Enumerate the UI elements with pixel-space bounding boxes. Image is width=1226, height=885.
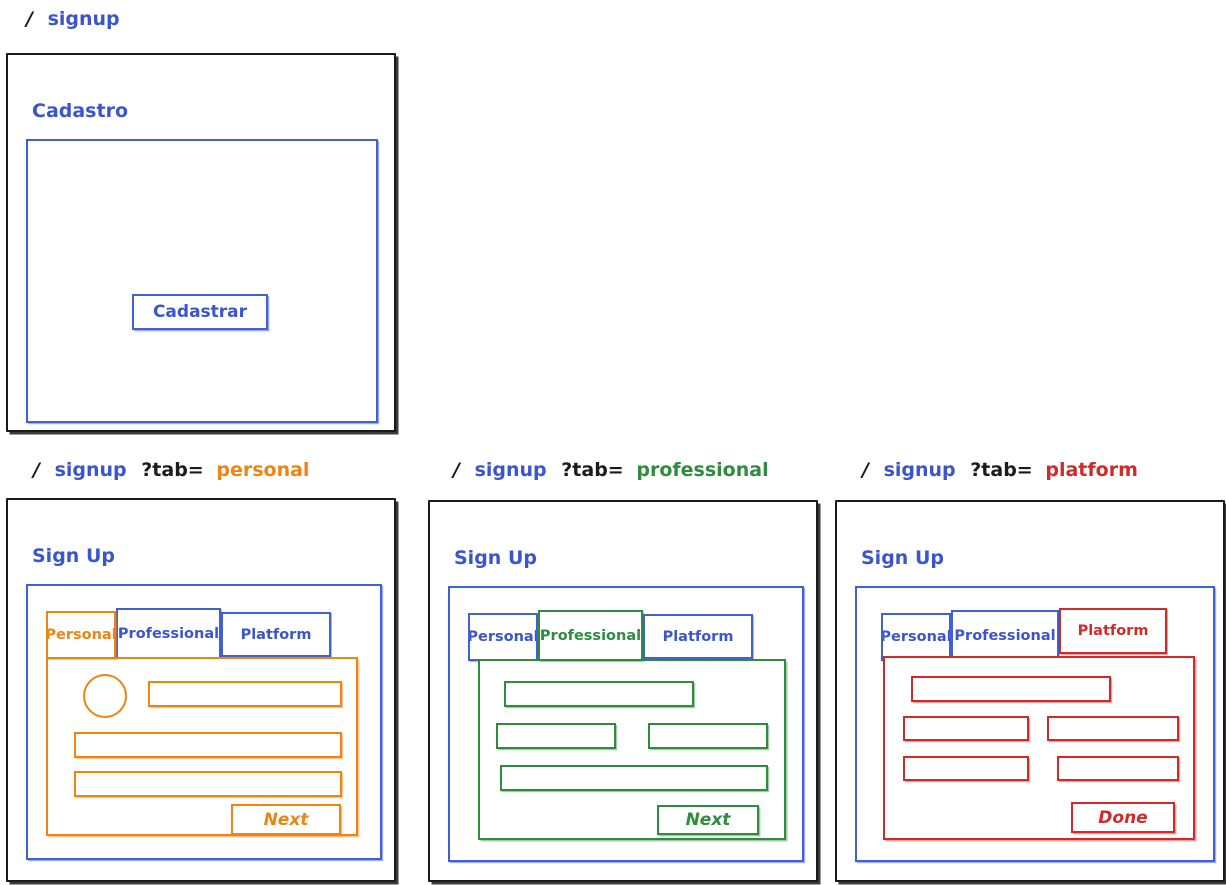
cadastrar-button[interactable]: Cadastrar: [132, 294, 268, 330]
screen-frame-signup-personal: Sign Up Personal Professional Platform N…: [6, 498, 396, 882]
tab-panel-professional: Next: [478, 659, 786, 840]
tab-personal[interactable]: Personal: [881, 613, 951, 661]
email-field[interactable]: [74, 732, 342, 758]
platform-name-field[interactable]: [911, 676, 1111, 702]
route-slash: /: [862, 459, 869, 481]
screen-frame-signup-default: Cadastro Cadastrar: [6, 53, 396, 432]
tab-panel-platform: Done: [883, 656, 1195, 840]
screen-frame-signup-platform: Sign Up Personal Professional Platform D…: [835, 500, 1225, 882]
billing-field[interactable]: [1057, 756, 1179, 781]
tab-professional-label: Professional: [539, 627, 642, 644]
avatar-picker[interactable]: [83, 674, 127, 718]
route-path: signup: [883, 459, 956, 481]
route-slash: /: [453, 459, 460, 481]
tab-personal[interactable]: Personal: [46, 611, 116, 659]
tab-professional-label: Professional: [954, 627, 1056, 644]
route-query: ?tab=: [561, 459, 624, 481]
page-title-sign-up: Sign Up: [861, 547, 944, 569]
route-query-value: platform: [1045, 459, 1138, 481]
next-button[interactable]: Next: [657, 805, 759, 835]
route-query-value: personal: [216, 459, 310, 481]
route-query: ?tab=: [141, 459, 204, 481]
signup-card-personal: Personal Professional Platform Next: [26, 584, 382, 860]
route-label-signup-personal: / signup ?tab= personal: [33, 459, 309, 481]
signup-card-default: Cadastrar: [26, 139, 378, 423]
name-field[interactable]: [148, 681, 342, 707]
tab-professional[interactable]: Professional: [951, 610, 1059, 661]
tab-platform[interactable]: Platform: [221, 612, 331, 657]
route-slash: /: [33, 459, 40, 481]
route-label-signup-professional: / signup ?tab= professional: [453, 459, 769, 481]
password-field[interactable]: [74, 771, 342, 797]
tab-personal[interactable]: Personal: [468, 613, 538, 661]
tab-platform[interactable]: Platform: [643, 614, 753, 659]
tab-platform-label: Platform: [1077, 623, 1149, 639]
route-path: signup: [47, 8, 120, 30]
tab-personal-label: Personal: [881, 629, 951, 645]
tab-platform-label: Platform: [662, 628, 734, 645]
tab-personal-label: Personal: [468, 629, 538, 645]
screen-frame-signup-professional: Sign Up Personal Professional Platform N…: [428, 500, 818, 882]
route-query-value: professional: [636, 459, 769, 481]
page-title-cadastro: Cadastro: [32, 100, 129, 122]
seats-field[interactable]: [903, 756, 1029, 781]
tab-professional[interactable]: Professional: [538, 610, 643, 661]
page-title-sign-up: Sign Up: [454, 547, 537, 569]
next-button[interactable]: Next: [231, 804, 341, 835]
done-button[interactable]: Done: [1071, 802, 1175, 833]
tab-professional-label: Professional: [117, 625, 220, 642]
tab-platform[interactable]: Platform: [1059, 608, 1167, 654]
route-label-signup-platform: / signup ?tab= platform: [862, 459, 1138, 481]
region-field[interactable]: [1047, 716, 1179, 741]
website-field[interactable]: [500, 765, 768, 791]
route-label-signup-default: / signup: [26, 8, 120, 30]
industry-field[interactable]: [648, 723, 768, 749]
tab-personal-label: Personal: [46, 627, 116, 643]
tab-panel-personal: Next: [46, 657, 358, 836]
route-path: signup: [54, 459, 127, 481]
signup-card-professional: Personal Professional Platform Next: [448, 586, 804, 862]
tab-platform-label: Platform: [240, 626, 312, 643]
company-field[interactable]: [504, 681, 694, 707]
signup-card-platform: Personal Professional Platform Done: [855, 586, 1215, 862]
route-path: signup: [474, 459, 547, 481]
plan-field[interactable]: [903, 716, 1029, 741]
role-field[interactable]: [496, 723, 616, 749]
route-slash: /: [26, 8, 33, 30]
route-query: ?tab=: [970, 459, 1033, 481]
page-title-sign-up: Sign Up: [32, 545, 115, 567]
tab-professional[interactable]: Professional: [116, 608, 221, 659]
